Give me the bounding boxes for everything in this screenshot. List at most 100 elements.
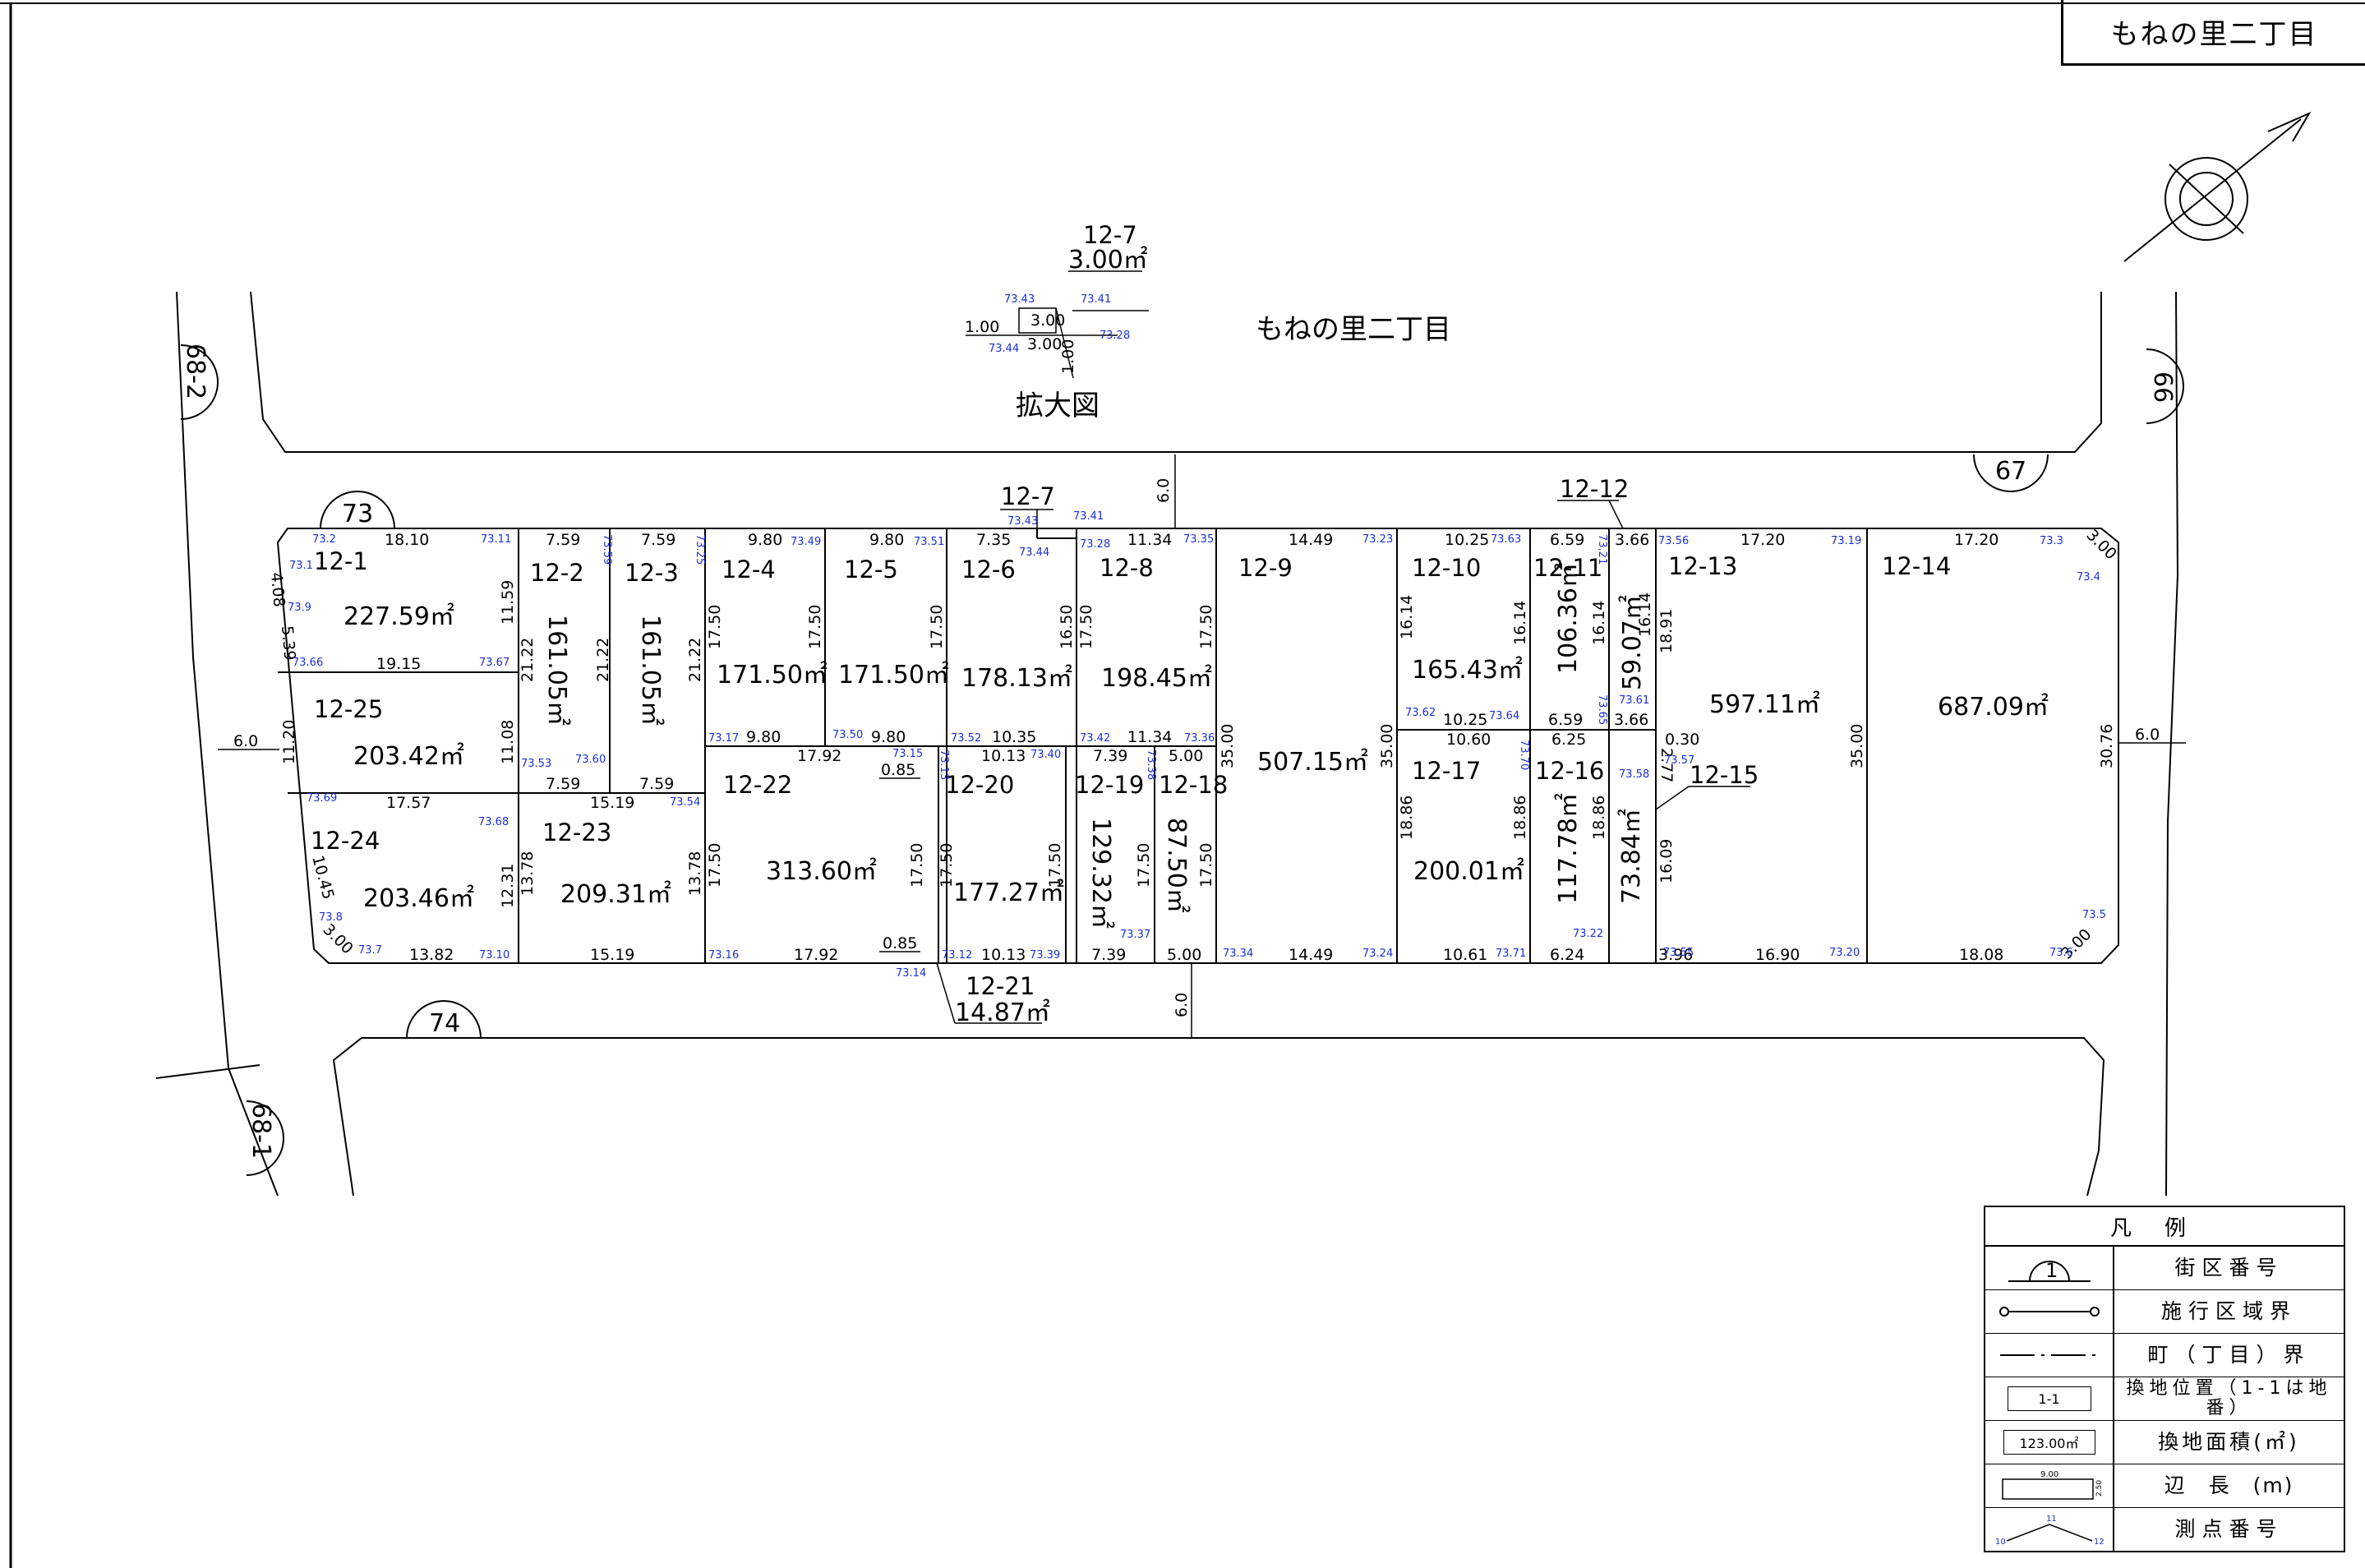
lot-no-12-4: 12-4 xyxy=(721,556,776,583)
dim-vertical: 18.86 xyxy=(1511,796,1529,840)
point-label: 73.49 xyxy=(791,536,821,548)
point-label: 73.19 xyxy=(1831,535,1861,547)
lot-no-12-14: 12-14 xyxy=(1882,552,1951,580)
legend-row: 11 10 12 測点番号 xyxy=(1985,1508,2344,1551)
dim-bottom: 0.85 xyxy=(883,934,917,952)
dim-mid: 19.15 xyxy=(376,655,421,673)
point-label: 73.66 xyxy=(293,657,323,669)
dim-vertical: 11.08 xyxy=(499,720,517,764)
dim-vertical: 17.50 xyxy=(928,605,946,649)
point-label: 73.64 xyxy=(1489,710,1519,722)
dim-bottom: 10.61 xyxy=(1443,946,1487,964)
point-label: 73.69 xyxy=(307,792,337,805)
lot-no-12-11: 12-11 xyxy=(1533,554,1602,582)
dim-vertical: 17.50 xyxy=(908,843,926,888)
dims-top: 18.10 7.59 7.59 9.80 9.80 7.35 11.34 14.… xyxy=(385,531,1998,549)
lot-areas: 227.59㎡ 161.05㎡ 161.05㎡ 171.50㎡ 171.50㎡ … xyxy=(343,563,2049,1027)
legend-symbol-text: 9.00 xyxy=(2040,1470,2058,1479)
dim-vertical: 2.77 xyxy=(1657,748,1676,782)
dim-vertical: 5.39 xyxy=(278,625,299,662)
road-width-left: 6.0 xyxy=(233,732,258,750)
point-label: 73.9 xyxy=(288,602,311,614)
road-width-right: 6.0 xyxy=(2135,726,2160,744)
lot-area-12-22: 313.60㎡ xyxy=(766,857,877,886)
inset-dim-bottom: 3.00 xyxy=(1027,335,1062,353)
lot-area-12-15: 73.84㎡ xyxy=(1617,809,1646,904)
legend-label: 街区番号 xyxy=(2174,1256,2284,1280)
dim-vertical: 17.50 xyxy=(706,843,724,888)
dim-top: 10.25 xyxy=(1445,531,1489,549)
lot-area-12-19: 129.32㎡ xyxy=(1086,818,1115,929)
inset-point-b: 73.41 xyxy=(1081,293,1111,306)
dim-mid: 6.59 xyxy=(1548,711,1583,729)
block-number-67: 67 xyxy=(1995,457,2026,486)
point-label: 73.57 xyxy=(1664,754,1694,767)
dim-vertical: 16.50 xyxy=(1058,605,1076,649)
legend: 凡例 1 街区番号 施行区域界 町（丁目）界 1-1 xyxy=(1984,1206,2345,1552)
dim-top: 7.59 xyxy=(546,531,580,549)
point-label: 73.34 xyxy=(1223,948,1253,960)
lot-no-12-9: 12-9 xyxy=(1238,554,1293,582)
legend-symbol-text: 2.50 xyxy=(2095,1480,2103,1497)
legend-row: 1-1 換地位置（1-1は地番） xyxy=(1985,1377,2344,1421)
lot-no-12-22: 12-22 xyxy=(723,771,792,799)
point-label: 73.65 xyxy=(1596,694,1608,725)
road-width-top: 6.0 xyxy=(1155,478,1173,503)
lot-area-12-8: 198.45㎡ xyxy=(1101,664,1212,693)
lot-area-12-12: 59.07㎡ xyxy=(1618,595,1647,690)
dim-bottom: 3.96 xyxy=(1658,946,1693,964)
point-label: 73.42 xyxy=(1080,732,1110,745)
point-label: 73.62 xyxy=(1405,707,1436,719)
dim-vertical: 16.14 xyxy=(1590,601,1608,645)
point-label: 73.67 xyxy=(479,657,509,669)
inset-dim-top: 3.00 xyxy=(1030,311,1065,330)
lot-no-12-7: 12-7 xyxy=(1001,482,1055,510)
lot-no-12-24: 12-24 xyxy=(311,827,380,855)
lot-area-12-13: 597.11㎡ xyxy=(1709,690,1820,719)
lot-no-12-25: 12-25 xyxy=(314,695,383,723)
lot-area-12-16: 117.78㎡ xyxy=(1554,793,1583,904)
point-label: 73.63 xyxy=(1491,533,1521,546)
dim-top: 7.35 xyxy=(976,531,1011,549)
point-label: 73.23 xyxy=(1362,533,1393,546)
dim-mid: 0.85 xyxy=(881,761,915,779)
lot-area-12-5: 171.50㎡ xyxy=(838,661,949,689)
lot-no-12-13: 12-13 xyxy=(1668,552,1737,580)
dim-vertical: 16.14 xyxy=(1636,593,1654,637)
dim-mid: 7.39 xyxy=(1093,747,1127,765)
block-number-68-2: 68-2 xyxy=(181,344,210,399)
lot-area-12-25: 203.42㎡ xyxy=(353,742,464,771)
inset-detail xyxy=(966,270,1149,379)
point-label: 73.24 xyxy=(1362,948,1393,960)
legend-row: 123.00㎡ 換地面積(㎡) xyxy=(1985,1421,2344,1464)
point-label: 73.4 xyxy=(2077,571,2100,583)
lot-area-12-10: 165.43㎡ xyxy=(1412,656,1523,685)
dim-bottom: 10.13 xyxy=(981,946,1026,964)
point-label: 73.2 xyxy=(312,533,336,546)
dim-top: 3.66 xyxy=(1615,531,1649,549)
lot-area-12-21: 14.87㎡ xyxy=(955,998,1050,1027)
dim-top: 17.20 xyxy=(1740,531,1785,549)
point-label: 73.25 xyxy=(694,534,706,565)
inset-lot-no: 12-7 xyxy=(1083,221,1137,249)
point-label: 73.37 xyxy=(1120,929,1150,941)
lot-no-12-5: 12-5 xyxy=(844,556,898,583)
dim-bottom: 5.00 xyxy=(1167,946,1201,964)
dim-mid: 0.30 xyxy=(1665,731,1699,749)
point-label: 73.1 xyxy=(289,560,313,572)
lot-no-12-10: 12-10 xyxy=(1412,554,1481,582)
survey-points: 73.2 73.1 73.9 73.11 73.59 73.25 73.49 7… xyxy=(288,510,2106,980)
dim-vertical: 17.50 xyxy=(1197,605,1215,649)
lot-area-12-1: 227.59㎡ xyxy=(343,602,454,631)
dim-top: 9.80 xyxy=(748,531,782,549)
lot-area-12-17: 200.01㎡ xyxy=(1413,857,1524,886)
lot-no-12-15: 12-15 xyxy=(1690,761,1759,789)
inset-dim-left: 1.00 xyxy=(965,318,999,336)
dim-vertical: 17.50 xyxy=(1046,843,1064,888)
point-label: 73.6 xyxy=(2049,947,2073,959)
point-label: 73.41 xyxy=(1073,510,1104,523)
dim-bottom: 7.39 xyxy=(1091,946,1126,964)
dim-vertical: 11.59 xyxy=(499,580,517,625)
dim-vertical: 3.00 xyxy=(319,920,356,957)
